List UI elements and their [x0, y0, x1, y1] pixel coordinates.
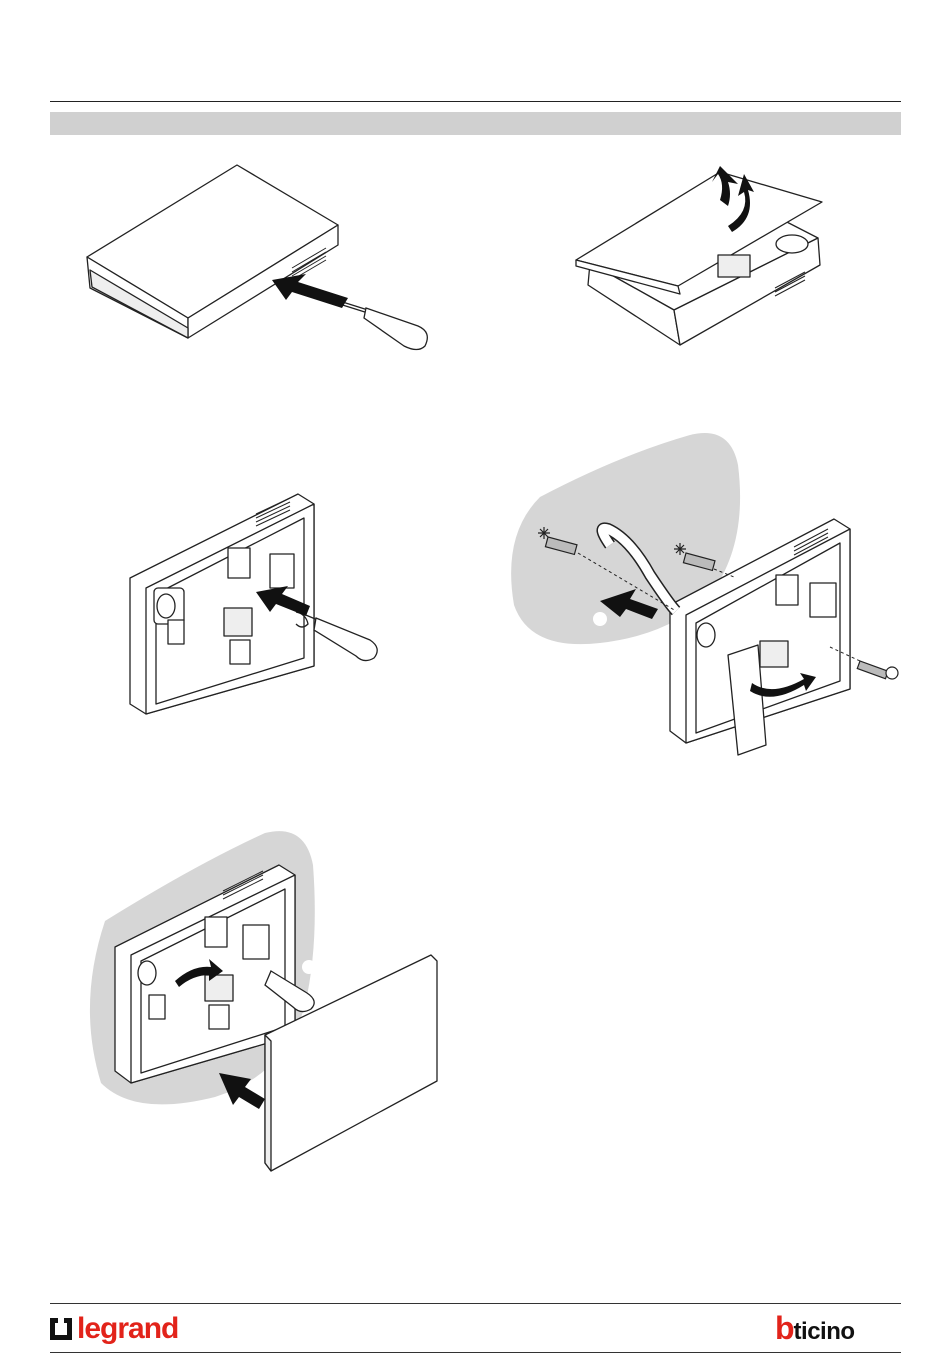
legrand-wordmark: legrand: [77, 1314, 178, 1344]
section-header-bar: [50, 112, 901, 135]
fig-attach-front-cover: [75, 825, 445, 1175]
footer-rule-bottom: [50, 1352, 901, 1353]
bticino-logo: b ticino: [775, 1312, 855, 1346]
fig-wall-mounting-screws: [500, 425, 905, 765]
bticino-wordmark: ticino: [794, 1320, 855, 1344]
push-arrow: [272, 274, 348, 308]
fig-remove-cover-screwdriver: [80, 160, 440, 360]
footer-rule-top: [50, 1303, 901, 1304]
legrand-logo: legrand: [50, 1311, 178, 1347]
fig-lift-cover: [570, 160, 830, 350]
legrand-square-icon: [50, 1318, 72, 1340]
fig-release-tab-screwdriver: [120, 490, 390, 720]
bticino-b: b: [775, 1312, 794, 1344]
header-rule: [50, 101, 901, 102]
